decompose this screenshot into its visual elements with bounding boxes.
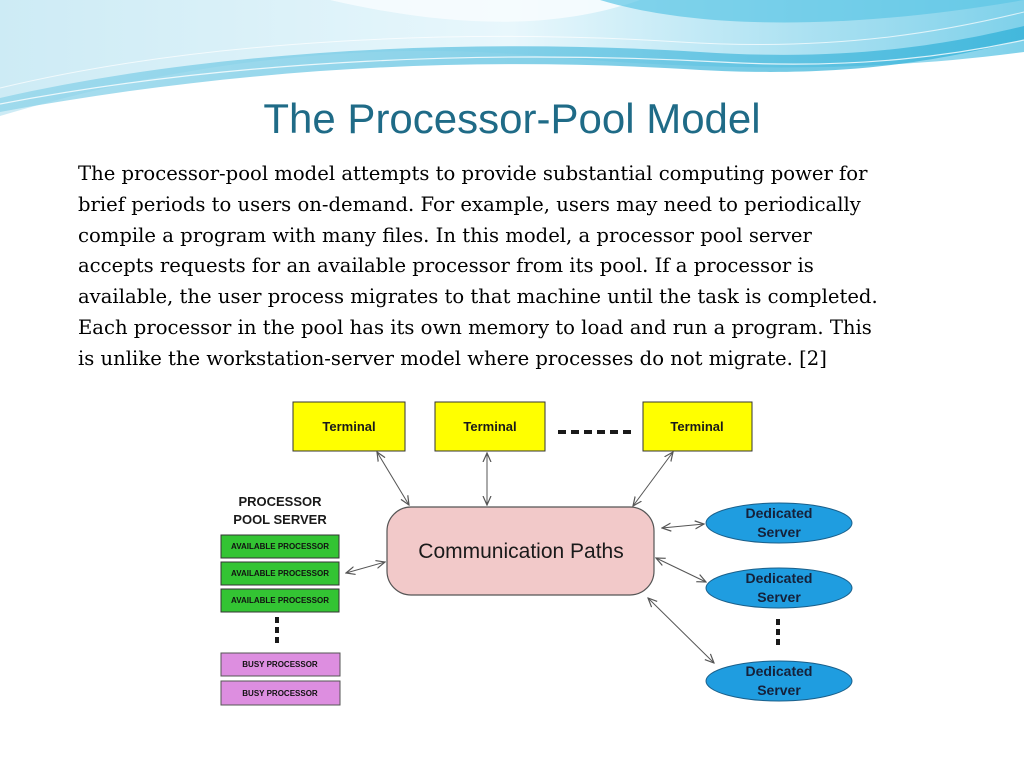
body-line: compile a program with many files. In th…	[78, 223, 812, 247]
connector-arrows	[346, 452, 714, 663]
body-line: The processor-pool model attempts to pro…	[78, 162, 868, 185]
body-line: Each processor in the pool has its own m…	[78, 315, 872, 339]
pool-server-label-line1: PROCESSOR	[238, 494, 322, 509]
connector-hub-server2	[656, 558, 706, 582]
busy-processor-label: BUSY PROCESSOR	[242, 660, 318, 669]
terminal-label: Terminal	[670, 419, 723, 434]
slide-title: The Processor-Pool Model	[263, 95, 761, 142]
terminal-box: Terminal	[434, 401, 546, 452]
terminal-label: Terminal	[322, 419, 375, 434]
dedicated-server-node: Dedicated Server	[705, 502, 853, 544]
available-processor-box: AVAILABLE PROCESSOR	[220, 534, 340, 559]
connector-hub-server3	[648, 598, 714, 663]
server-label-line2: Server	[757, 589, 801, 605]
connector-terminal1-hub	[377, 452, 409, 505]
connector-hub-server1	[662, 524, 704, 528]
terminal-box: Terminal	[642, 401, 753, 452]
server-label-line2: Server	[757, 682, 801, 698]
terminal-label: Terminal	[463, 419, 516, 434]
communication-paths-hub: Communication Paths	[386, 506, 655, 596]
server-label-line1: Dedicated	[746, 505, 813, 521]
dedicated-server-node: Dedicated Server	[705, 660, 853, 702]
hub-label: Communication Paths	[418, 540, 623, 563]
terminal-box: Terminal	[292, 401, 406, 452]
server-label-line1: Dedicated	[746, 570, 813, 586]
busy-processor-box: BUSY PROCESSOR	[220, 680, 341, 706]
connector-terminal3-hub	[633, 452, 673, 506]
body-line: is unlike the workstation-server model w…	[78, 346, 827, 370]
dedicated-server-node: Dedicated Server	[705, 567, 853, 609]
available-processor-label: AVAILABLE PROCESSOR	[231, 569, 329, 578]
available-processor-label: AVAILABLE PROCESSOR	[231, 596, 329, 605]
body-line: brief periods to users on-demand. For ex…	[78, 192, 861, 216]
header-wave-decoration	[0, 0, 1024, 116]
busy-processor-label: BUSY PROCESSOR	[242, 689, 318, 698]
server-label-line1: Dedicated	[746, 663, 813, 679]
available-processor-box: AVAILABLE PROCESSOR	[220, 588, 340, 613]
server-label-line2: Server	[757, 524, 801, 540]
available-processor-label: AVAILABLE PROCESSOR	[231, 542, 329, 551]
body-line: accepts requests for an available proces…	[78, 254, 814, 278]
slide-body-text: The processor-pool model attempts to pro…	[78, 159, 1008, 375]
pool-server-label-line2: POOL SERVER	[233, 512, 327, 527]
busy-processor-box: BUSY PROCESSOR	[220, 652, 341, 677]
connector-pool-hub	[346, 562, 385, 573]
body-line: available, the user process migrates to …	[78, 285, 878, 309]
available-processor-box: AVAILABLE PROCESSOR	[220, 561, 340, 586]
